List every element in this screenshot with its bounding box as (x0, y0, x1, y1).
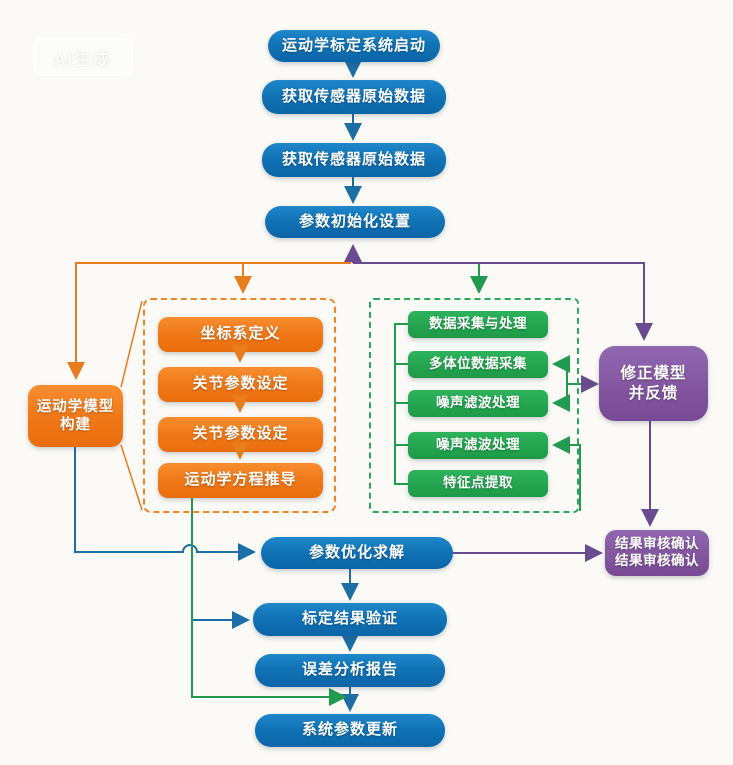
step-coordinate-system-definition: 坐标系定义 (158, 317, 323, 352)
node-label: 标定结果验证 (301, 610, 398, 628)
step-kinematic-equation-derivation: 运动学方程推导 (158, 463, 323, 498)
node-label-line2: 并反馈 (628, 384, 679, 402)
node-label: 获取传感器原始数据 (281, 87, 426, 105)
node-parameter-optimization: 参数优化求解 (261, 537, 453, 569)
node-label: 坐标系定义 (200, 325, 281, 343)
kinematic-model-steps-container (143, 298, 336, 513)
node-parameter-init: 参数初始化设置 (265, 206, 445, 238)
node-label-line2: 结果审核确认 (615, 553, 699, 568)
node-correct-model-feedback: 修正模型 并反馈 (599, 346, 708, 421)
node-label: 关节参数设定 (192, 425, 289, 443)
node-label-line2: 构建 (60, 417, 91, 433)
ai-generated-watermark: AI生成 (33, 38, 133, 76)
node-label: 数据采集与处理 (429, 316, 527, 332)
step-joint-parameter-setting-2: 关节参数设定 (158, 417, 323, 452)
node-label: 参数优化求解 (308, 543, 405, 561)
node-label: 系统参数更新 (301, 721, 398, 739)
node-label: 参数初始化设置 (298, 212, 411, 230)
step-noise-filtering-2: 噪声滤波处理 (408, 432, 548, 459)
node-label: 多体位数据采集 (429, 356, 527, 372)
node-calibration-verification: 标定结果验证 (253, 603, 447, 636)
node-label: 误差分析报告 (301, 661, 398, 679)
node-kinematic-model-build: 运动学模型 构建 (28, 385, 123, 447)
node-system-parameter-update: 系统参数更新 (255, 714, 445, 747)
node-label: 获取传感器原始数据 (281, 150, 426, 168)
node-system-start: 运动学标定系统启动 (268, 30, 440, 62)
step-feature-point-extraction: 特征点提取 (408, 470, 548, 497)
node-label-line1: 修正模型 (620, 365, 687, 383)
data-processing-steps-container (369, 298, 579, 513)
step-multi-position-acquisition: 多体位数据采集 (408, 351, 548, 378)
node-acquire-sensor-raw-2: 获取传感器原始数据 (262, 143, 446, 177)
node-label: 关节参数设定 (192, 375, 289, 393)
step-data-collection-processing: 数据采集与处理 (408, 311, 548, 338)
node-error-analysis-report: 误差分析报告 (255, 654, 445, 687)
step-noise-filtering-1: 噪声滤波处理 (408, 390, 548, 417)
step-joint-parameter-setting-1: 关节参数设定 (158, 367, 323, 402)
node-label-line1: 结果审核确认 (615, 536, 699, 552)
node-label: 噪声滤波处理 (436, 437, 520, 453)
node-label-line1: 运动学模型 (36, 398, 115, 415)
node-label: 噪声滤波处理 (436, 395, 520, 411)
node-label: 运动学标定系统启动 (281, 36, 426, 54)
node-result-review-confirm: 结果审核确认 结果审核确认 (605, 530, 709, 576)
node-label: 运动学方程推导 (184, 471, 297, 489)
node-acquire-sensor-raw-1: 获取传感器原始数据 (262, 80, 446, 114)
node-label: 特征点提取 (443, 475, 513, 491)
watermark-label: AI生成 (53, 49, 113, 69)
